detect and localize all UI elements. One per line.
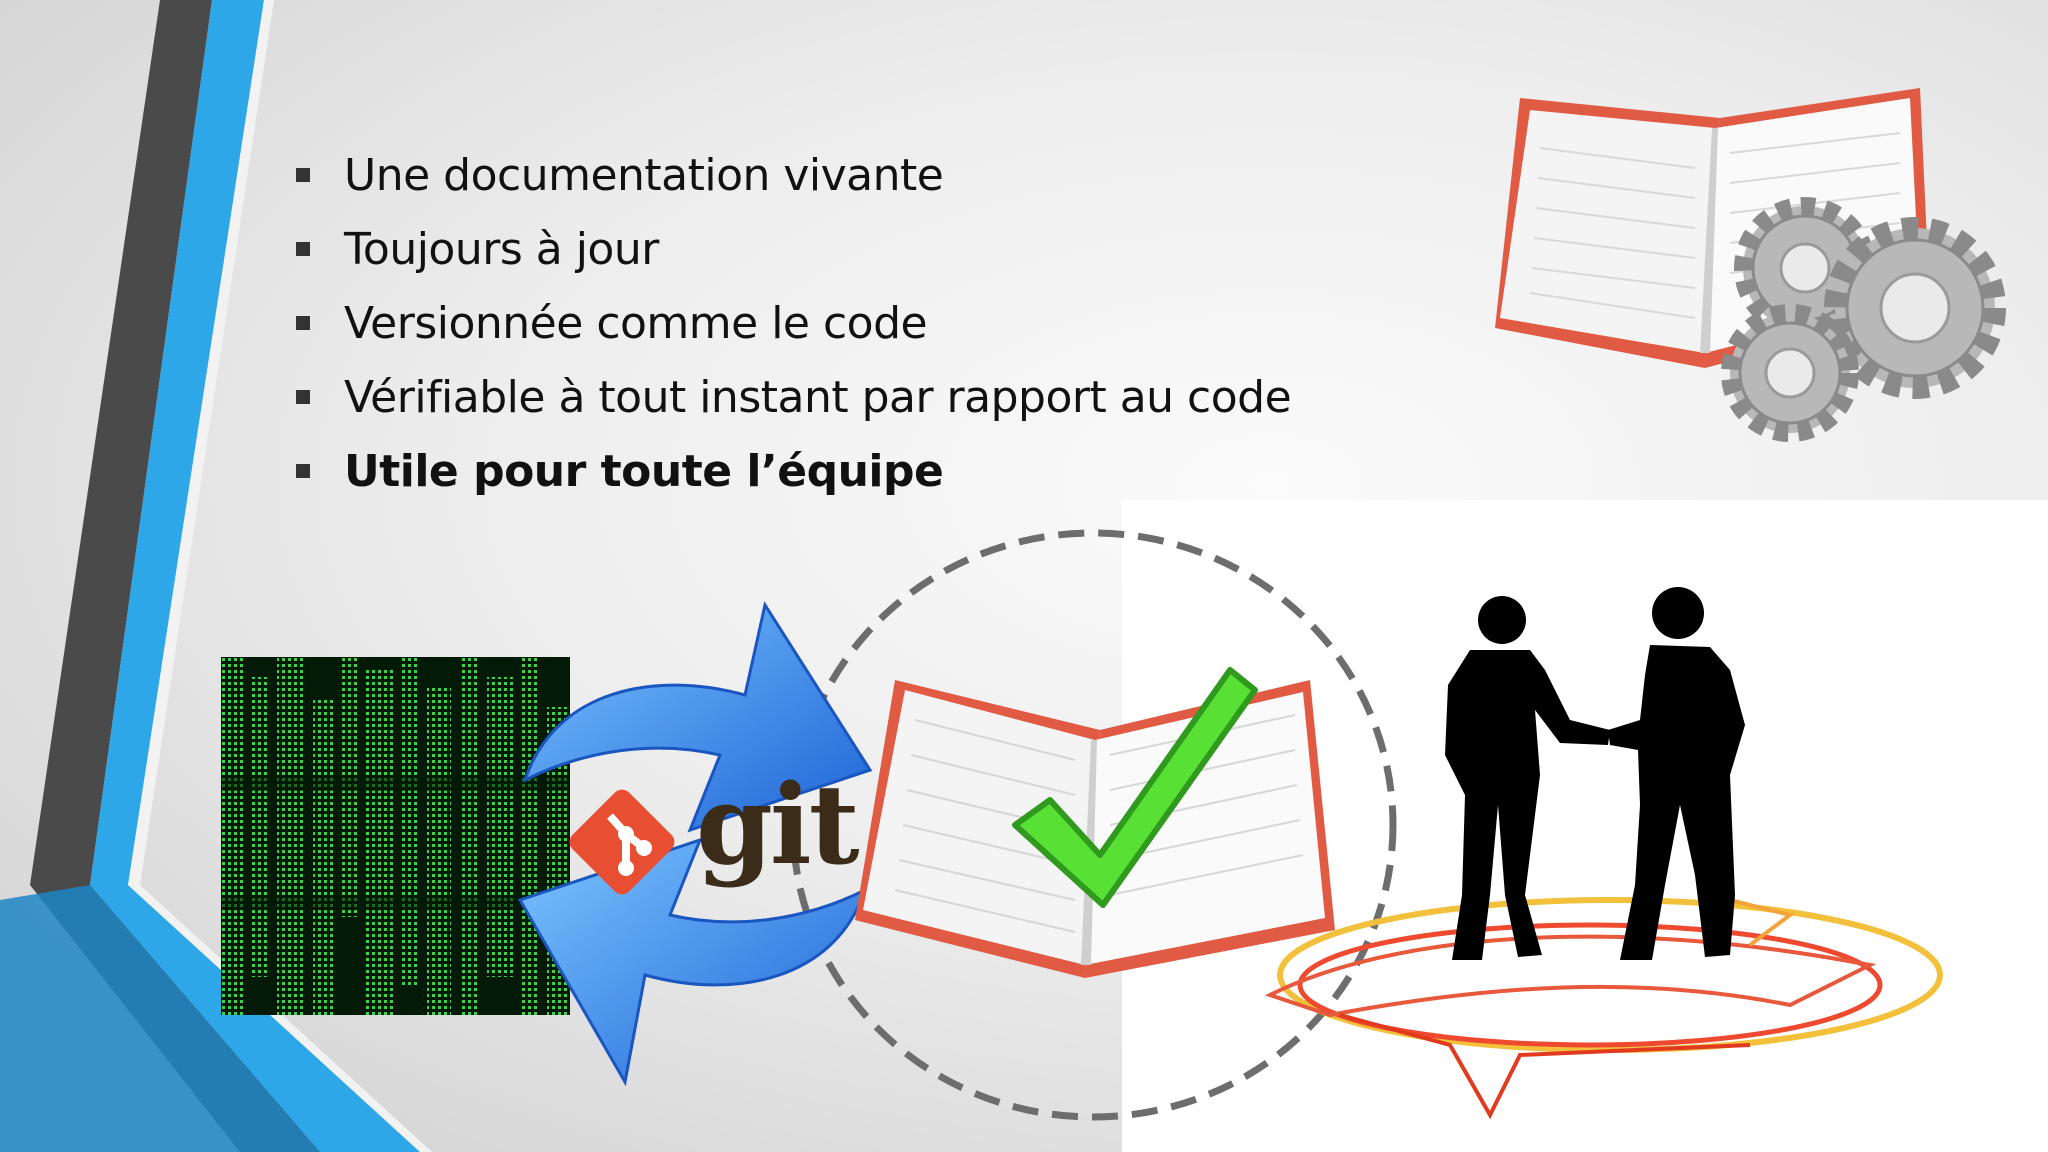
bullet-text: Une documentation vivante [344,149,944,201]
sync-arrows-icon [517,601,873,1087]
bullet-item-verifiable: Vérifiable à tout instant par rapport au… [296,360,1292,434]
bullet-list: Une documentation vivante Toujours à jou… [296,138,1292,508]
handshake-silhouette [1264,587,1943,1120]
bullet-marker [296,464,310,478]
bullet-item-useful-team: Utile pour toute l’équipe [296,434,1291,508]
bullet-item-living-doc: Une documentation vivante [296,138,1291,212]
dashed-circle [789,529,1397,1121]
git-logo [569,789,675,895]
bullet-item-up-to-date: Toujours à jour [296,212,1291,286]
git-logo-text: git [696,760,860,889]
bullet-text: Versionnée comme le code [344,297,928,349]
bullet-text: Utile pour toute l’équipe [344,445,944,497]
bullet-marker [296,390,310,404]
bullet-item-versioned: Versionnée comme le code [296,286,1291,360]
bullet-text: Vérifiable à tout instant par rapport au… [344,371,1292,423]
open-book-with-checkmark [855,667,1335,978]
bullet-marker [296,168,310,182]
bullet-marker [296,316,310,330]
open-book-with-gears [1495,88,2006,442]
green-matrix-code [221,657,570,1015]
bullet-text: Toujours à jour [344,223,659,275]
bullet-marker [296,242,310,256]
